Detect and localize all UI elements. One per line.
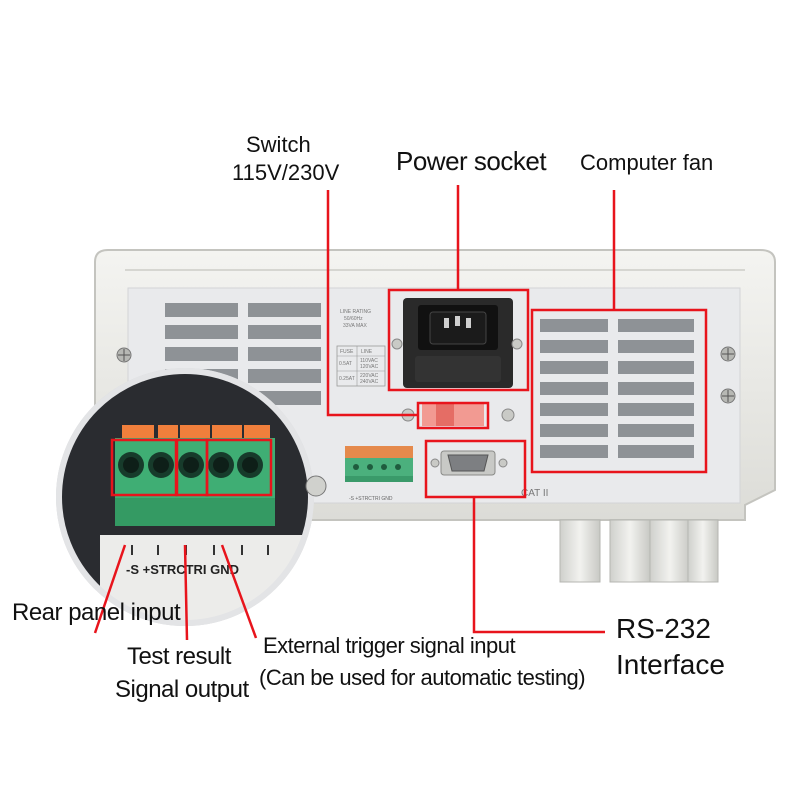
fuse-header: FUSE — [340, 349, 354, 355]
trigger-leader — [220, 544, 258, 639]
rear-input-leader — [93, 544, 127, 634]
rs232-label-line1: RS-232 — [616, 613, 711, 644]
fuse-row2-c: 240VAC — [360, 379, 379, 385]
rating-line-1: LINE RATING — [340, 309, 371, 315]
terminal-zoom-text: -S +STRCTRI GND — [126, 562, 239, 577]
fuse-row2-b: 220VAC — [360, 373, 379, 379]
cat-label: CAT II — [521, 488, 548, 499]
power-socket — [391, 298, 523, 388]
power-socket-label: Power socket — [396, 146, 547, 176]
knob-icon — [305, 475, 327, 497]
voltage-switch — [422, 404, 484, 426]
test-result-label-line1: Test result — [127, 643, 231, 670]
fan-box — [530, 308, 708, 474]
rs232-leader — [472, 497, 605, 634]
fuse-row1-b: 110VAC — [360, 358, 378, 364]
rating-line-3: 33VA MAX — [343, 323, 367, 329]
test-result-label-line2: Signal output — [115, 676, 249, 703]
ext-trigger-label-line1: External trigger signal input — [263, 633, 516, 658]
terminal-zoom-inset: -S +STRCTRI GND — [56, 368, 314, 626]
switch-label-line1: Switch — [246, 132, 311, 157]
trigger-box — [205, 438, 273, 497]
panel-terminal-block: -S +STRCTRI GND — [345, 446, 413, 502]
fuse-row1-a: 0.5AT — [339, 361, 352, 367]
panel-terminal-text: -S +STRCTRI GND — [349, 496, 393, 502]
rating-label: LINE RATING 50/60Hz 33VA MAX FUSE LINE 0… — [336, 309, 386, 387]
fan-vent — [540, 319, 694, 458]
rear-panel-input-label: Rear panel input — [12, 599, 181, 626]
rs232-box — [424, 439, 527, 499]
rs232-label-line2: Interface — [616, 649, 725, 680]
line-header: LINE — [361, 349, 373, 355]
chassis-feet — [559, 519, 719, 583]
test-result-leader — [183, 544, 189, 641]
rs232-connector — [430, 450, 508, 476]
switch-leader — [326, 190, 418, 417]
annotations — [93, 185, 708, 641]
switch-label-line2: 115V/230V — [232, 160, 340, 185]
fuse-row1-c: 120VAC — [360, 364, 379, 370]
rating-line-2: 50/60Hz — [344, 316, 363, 322]
computer-fan-label: Computer fan — [580, 150, 714, 175]
fuse-row2-a: 0.25AT — [339, 376, 355, 382]
ext-trigger-label-line2: (Can be used for automatic testing) — [259, 665, 586, 690]
